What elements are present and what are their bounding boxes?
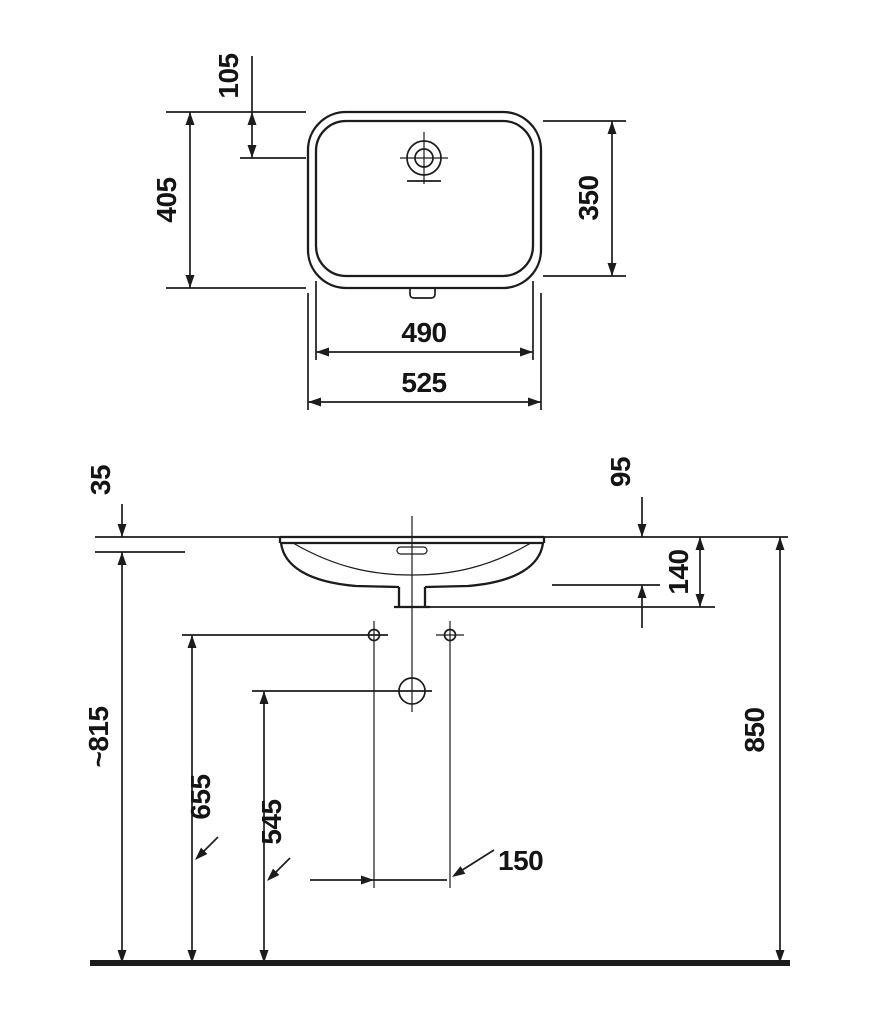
dim-rim-height-label: 850	[739, 707, 770, 752]
dim-drain-height: 545	[252, 690, 432, 963]
dim-drain-height-label: 545	[256, 799, 287, 844]
basin-inner-rim	[314, 119, 535, 278]
basin-outer-outline	[306, 110, 543, 290]
dim-outer-depth: 405	[151, 111, 306, 289]
leader-arrowhead	[452, 866, 466, 877]
drain-tab	[409, 288, 436, 299]
dim-total-depth: 140	[429, 537, 715, 608]
front-view: 35 ~815 95 140	[83, 457, 790, 966]
arrowhead	[187, 635, 197, 648]
dim-inner-width-label: 490	[401, 317, 446, 348]
arrowhead	[259, 691, 269, 704]
arrowhead	[259, 950, 269, 963]
dim-rim-above-counter-label: 35	[85, 465, 116, 495]
dim-fixing-hole-height: 655	[182, 634, 388, 963]
dim-inner-width: 490	[315, 281, 534, 360]
arrowhead	[775, 537, 785, 550]
dim-counter-height: ~815	[83, 552, 127, 963]
fixing-holes	[367, 621, 464, 888]
dim-edge-depth-label: 95	[605, 457, 636, 487]
dim-faucet-offset: 105	[213, 53, 306, 159]
dim-inner-depth: 350	[543, 120, 626, 277]
arrowhead	[117, 950, 127, 963]
basin-underside-left	[279, 542, 400, 589]
arrowhead	[316, 347, 329, 357]
dim-outer-width-label: 525	[401, 367, 446, 398]
arrowhead	[695, 537, 705, 550]
dim-fixing-hole-spacing-label: 150	[498, 845, 543, 876]
arrowhead	[187, 950, 197, 963]
dim-rim-height: 850	[739, 537, 785, 963]
leader-arrowhead	[267, 868, 280, 881]
arrowhead	[695, 594, 705, 607]
dim-rim-above-counter: 35	[85, 465, 127, 537]
arrowhead	[520, 347, 533, 357]
leader-arrowhead	[195, 847, 208, 860]
arrowhead	[185, 112, 195, 125]
dim-counter-height-label: ~815	[83, 706, 114, 767]
arrowhead	[361, 875, 374, 885]
arrowhead	[775, 950, 785, 963]
fixing-hole-right	[443, 628, 457, 642]
arrowhead	[607, 263, 617, 276]
faucet-hole	[400, 132, 448, 184]
dim-outer-depth-label: 405	[151, 177, 182, 222]
arrowhead	[637, 585, 647, 598]
dim-fixing-hole-spacing: 150	[310, 845, 544, 885]
arrowhead	[117, 524, 127, 537]
arrowhead	[185, 275, 195, 288]
dim-edge-depth: 95	[552, 457, 660, 628]
arrowhead	[637, 524, 647, 537]
dim-faucet-offset-label: 105	[213, 53, 244, 98]
arrowhead	[607, 121, 617, 134]
dim-fixing-hole-height-label: 655	[185, 774, 216, 819]
plan-view: 405 105 350 490	[151, 53, 626, 410]
dim-outer-width: 525	[307, 293, 542, 410]
dim-inner-depth-label: 350	[573, 175, 604, 220]
arrowhead	[117, 552, 127, 565]
arrowhead	[528, 397, 541, 407]
arrowhead	[247, 145, 257, 158]
basin-underside-right	[424, 542, 545, 589]
arrowhead	[308, 397, 321, 407]
dim-total-depth-label: 140	[663, 549, 694, 594]
arrowhead	[247, 112, 257, 125]
